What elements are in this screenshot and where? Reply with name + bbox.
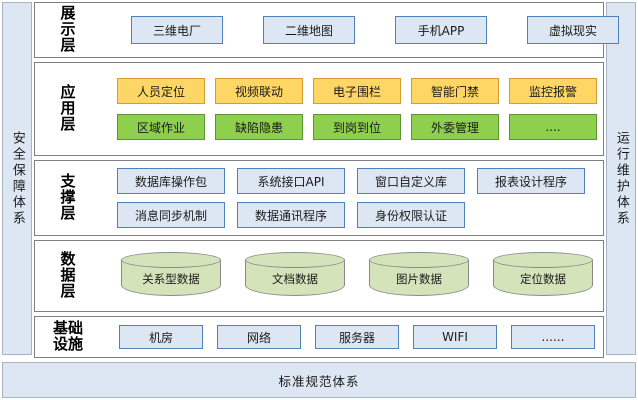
layer-data-row-1: 关系型数据 文档数据 图片数据 定位数据 bbox=[109, 252, 595, 300]
layer-support-row-1: 数据库操作包 系统接口API 窗口自定义库 报表设计程序 bbox=[109, 168, 595, 194]
bottom-bar-standards-system: 标准规范体系 bbox=[2, 362, 636, 398]
layer-support-row-2: 消息同步机制 数据通讯程序 身份权限认证 bbox=[109, 202, 595, 228]
node-virtual-reality[interactable]: 虚拟现实 bbox=[527, 16, 619, 44]
layer-application-body: 人员定位 视频联动 电子围栏 智能门禁 监控报警 区域作业 缺陷隐患 到岗到位 … bbox=[101, 63, 605, 155]
node-area-operation[interactable]: 区域作业 bbox=[117, 114, 205, 140]
node-database-operation-package[interactable]: 数据库操作包 bbox=[117, 168, 225, 194]
layer-presentation-row-1: 三维电厂 二维地图 手机APP 虚拟现实 bbox=[109, 16, 619, 44]
node-video-linkage[interactable]: 视频联动 bbox=[215, 78, 303, 104]
node-personnel-positioning[interactable]: 人员定位 bbox=[117, 78, 205, 104]
node-identity-permission-authentication[interactable]: 身份权限认证 bbox=[357, 202, 465, 228]
node-outsourcing-management[interactable]: 外委管理 bbox=[411, 114, 499, 140]
layer-infrastructure-row-1: 机房 网络 服务器 WIFI ...... bbox=[109, 325, 595, 349]
cylinder-top-icon bbox=[369, 252, 469, 268]
layer-infrastructure-body: 机房 网络 服务器 WIFI ...... bbox=[101, 317, 603, 357]
node-positioning-data-label: 定位数据 bbox=[520, 272, 566, 286]
node-server[interactable]: 服务器 bbox=[315, 325, 399, 349]
node-image-data[interactable]: 图片数据 bbox=[369, 252, 469, 300]
cylinder-top-icon bbox=[493, 252, 593, 268]
node-2d-map[interactable]: 二维地图 bbox=[263, 16, 355, 44]
node-computer-room[interactable]: 机房 bbox=[119, 325, 203, 349]
layer-infrastructure-label-cell: 基础设施 bbox=[35, 317, 101, 357]
node-document-data-label: 文档数据 bbox=[272, 272, 318, 286]
layer-data-label-cell: 数据层 bbox=[35, 241, 101, 311]
node-relational-data-label: 关系型数据 bbox=[142, 272, 200, 286]
node-relational-data[interactable]: 关系型数据 bbox=[121, 252, 221, 300]
node-smart-access-control[interactable]: 智能门禁 bbox=[411, 78, 499, 104]
node-system-interface-api[interactable]: 系统接口API bbox=[237, 168, 345, 194]
layer-data-label: 数据层 bbox=[60, 250, 76, 300]
layer-support: 支撑层 数据库操作包 系统接口API 窗口自定义库 报表设计程序 消息同步机制 … bbox=[34, 160, 604, 236]
node-on-duty-in-place[interactable]: 到岗到位 bbox=[313, 114, 401, 140]
layer-infrastructure-label: 基础设施 bbox=[52, 319, 83, 353]
layer-presentation-label: 展示层 bbox=[60, 4, 76, 54]
layer-stack: 展示层 三维电厂 二维地图 手机APP 虚拟现实 应用层 人员定位 视频联动 bbox=[34, 2, 619, 358]
layer-infrastructure: 基础设施 机房 网络 服务器 WIFI ...... bbox=[34, 316, 604, 358]
node-electronic-fence[interactable]: 电子围栏 bbox=[313, 78, 401, 104]
layer-support-body: 数据库操作包 系统接口API 窗口自定义库 报表设计程序 消息同步机制 数据通讯… bbox=[101, 161, 603, 235]
node-monitoring-alarm[interactable]: 监控报警 bbox=[509, 78, 597, 104]
right-rail-label: 运行维护体系 bbox=[613, 130, 629, 227]
left-rail-label: 安全保障体系 bbox=[9, 130, 25, 227]
node-infrastructure-more[interactable]: ...... bbox=[511, 325, 595, 349]
layer-application-row-1: 人员定位 视频联动 电子围栏 智能门禁 监控报警 bbox=[109, 78, 597, 104]
layer-application-row-2: 区域作业 缺陷隐患 到岗到位 外委管理 .... bbox=[109, 114, 597, 140]
node-message-sync-mechanism[interactable]: 消息同步机制 bbox=[117, 202, 225, 228]
node-image-data-label: 图片数据 bbox=[396, 272, 442, 286]
node-window-custom-library[interactable]: 窗口自定义库 bbox=[357, 168, 465, 194]
layer-application-label: 应用层 bbox=[60, 83, 76, 133]
left-rail-security-system: 安全保障体系 bbox=[2, 2, 32, 355]
cylinder-top-icon bbox=[245, 252, 345, 268]
layer-support-label: 支撑层 bbox=[60, 172, 76, 222]
node-application-more[interactable]: .... bbox=[509, 114, 597, 140]
layer-application-label-cell: 应用层 bbox=[35, 63, 101, 155]
node-wifi[interactable]: WIFI bbox=[413, 325, 497, 349]
right-rail-operation-maintenance-system: 运行维护体系 bbox=[606, 2, 636, 355]
layer-data: 数据层 关系型数据 文档数据 bbox=[34, 240, 604, 312]
node-3d-power-plant[interactable]: 三维电厂 bbox=[131, 16, 223, 44]
node-mobile-app[interactable]: 手机APP bbox=[395, 16, 487, 44]
layer-presentation-label-cell: 展示层 bbox=[35, 3, 101, 57]
bottom-bar-label: 标准规范体系 bbox=[278, 373, 360, 389]
node-data-communication-program[interactable]: 数据通讯程序 bbox=[237, 202, 345, 228]
layer-application: 应用层 人员定位 视频联动 电子围栏 智能门禁 监控报警 区域作业 缺陷隐患 到… bbox=[34, 62, 604, 156]
node-document-data[interactable]: 文档数据 bbox=[245, 252, 345, 300]
node-positioning-data[interactable]: 定位数据 bbox=[493, 252, 593, 300]
layer-data-body: 关系型数据 文档数据 图片数据 定位数据 bbox=[101, 241, 603, 311]
layer-presentation: 展示层 三维电厂 二维地图 手机APP 虚拟现实 bbox=[34, 2, 619, 58]
node-defect-hazard[interactable]: 缺陷隐患 bbox=[215, 114, 303, 140]
node-report-design-program[interactable]: 报表设计程序 bbox=[477, 168, 585, 194]
node-network[interactable]: 网络 bbox=[217, 325, 301, 349]
layer-presentation-body: 三维电厂 二维地图 手机APP 虚拟现实 bbox=[101, 3, 627, 57]
cylinder-top-icon bbox=[121, 252, 221, 268]
layer-support-label-cell: 支撑层 bbox=[35, 161, 101, 235]
